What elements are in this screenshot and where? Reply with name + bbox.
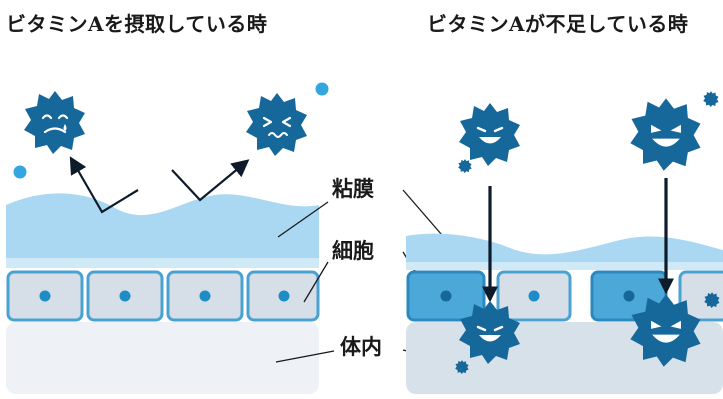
germ-icon (630, 294, 701, 367)
mucosa-top-band-right (406, 262, 723, 270)
cell (86, 270, 164, 322)
left-panel (6, 82, 329, 394)
nucleus (623, 290, 635, 302)
label-mucosa: 粘膜 (332, 176, 374, 201)
dot-icon (703, 91, 719, 107)
nucleus (528, 290, 540, 302)
germ-icon (246, 93, 307, 156)
right-panel (406, 91, 723, 394)
title-vitamin-a-deficient: ビタミンAが不足している時 (427, 12, 689, 36)
dot-icon (13, 165, 27, 179)
leader-line (303, 261, 329, 303)
germ-icon (459, 103, 520, 166)
cell (6, 270, 84, 322)
nucleus (278, 290, 290, 302)
mucosa-layer-right (406, 233, 723, 268)
cell (246, 270, 320, 322)
germ-icon (630, 98, 701, 171)
nucleus (440, 290, 452, 302)
label-cell: 細胞 (332, 238, 374, 263)
leader-line (275, 350, 335, 363)
cell (166, 270, 244, 322)
label-body-interior: 体内 (340, 334, 382, 359)
arrow-icon (69, 156, 139, 214)
arrow-icon (171, 159, 250, 202)
cell (496, 270, 572, 322)
germ-icon (24, 91, 85, 154)
dot-icon (458, 159, 472, 174)
mucosa-layer-left (6, 193, 319, 262)
labels: 粘膜 細胞 体内 (275, 176, 453, 363)
dot-icon (315, 82, 329, 96)
leader-line (277, 201, 329, 238)
leader-line (402, 189, 449, 243)
nucleus (39, 290, 51, 302)
germ-icon (459, 301, 520, 364)
mucosa-top-band-left (6, 258, 319, 268)
nucleus (119, 290, 131, 302)
title-with-vitamin-a: ビタミンAを摂取している時 (6, 12, 268, 36)
cell-row-left (6, 270, 320, 322)
nucleus (199, 290, 211, 302)
body-interior-left (6, 322, 319, 394)
cell (678, 270, 723, 322)
